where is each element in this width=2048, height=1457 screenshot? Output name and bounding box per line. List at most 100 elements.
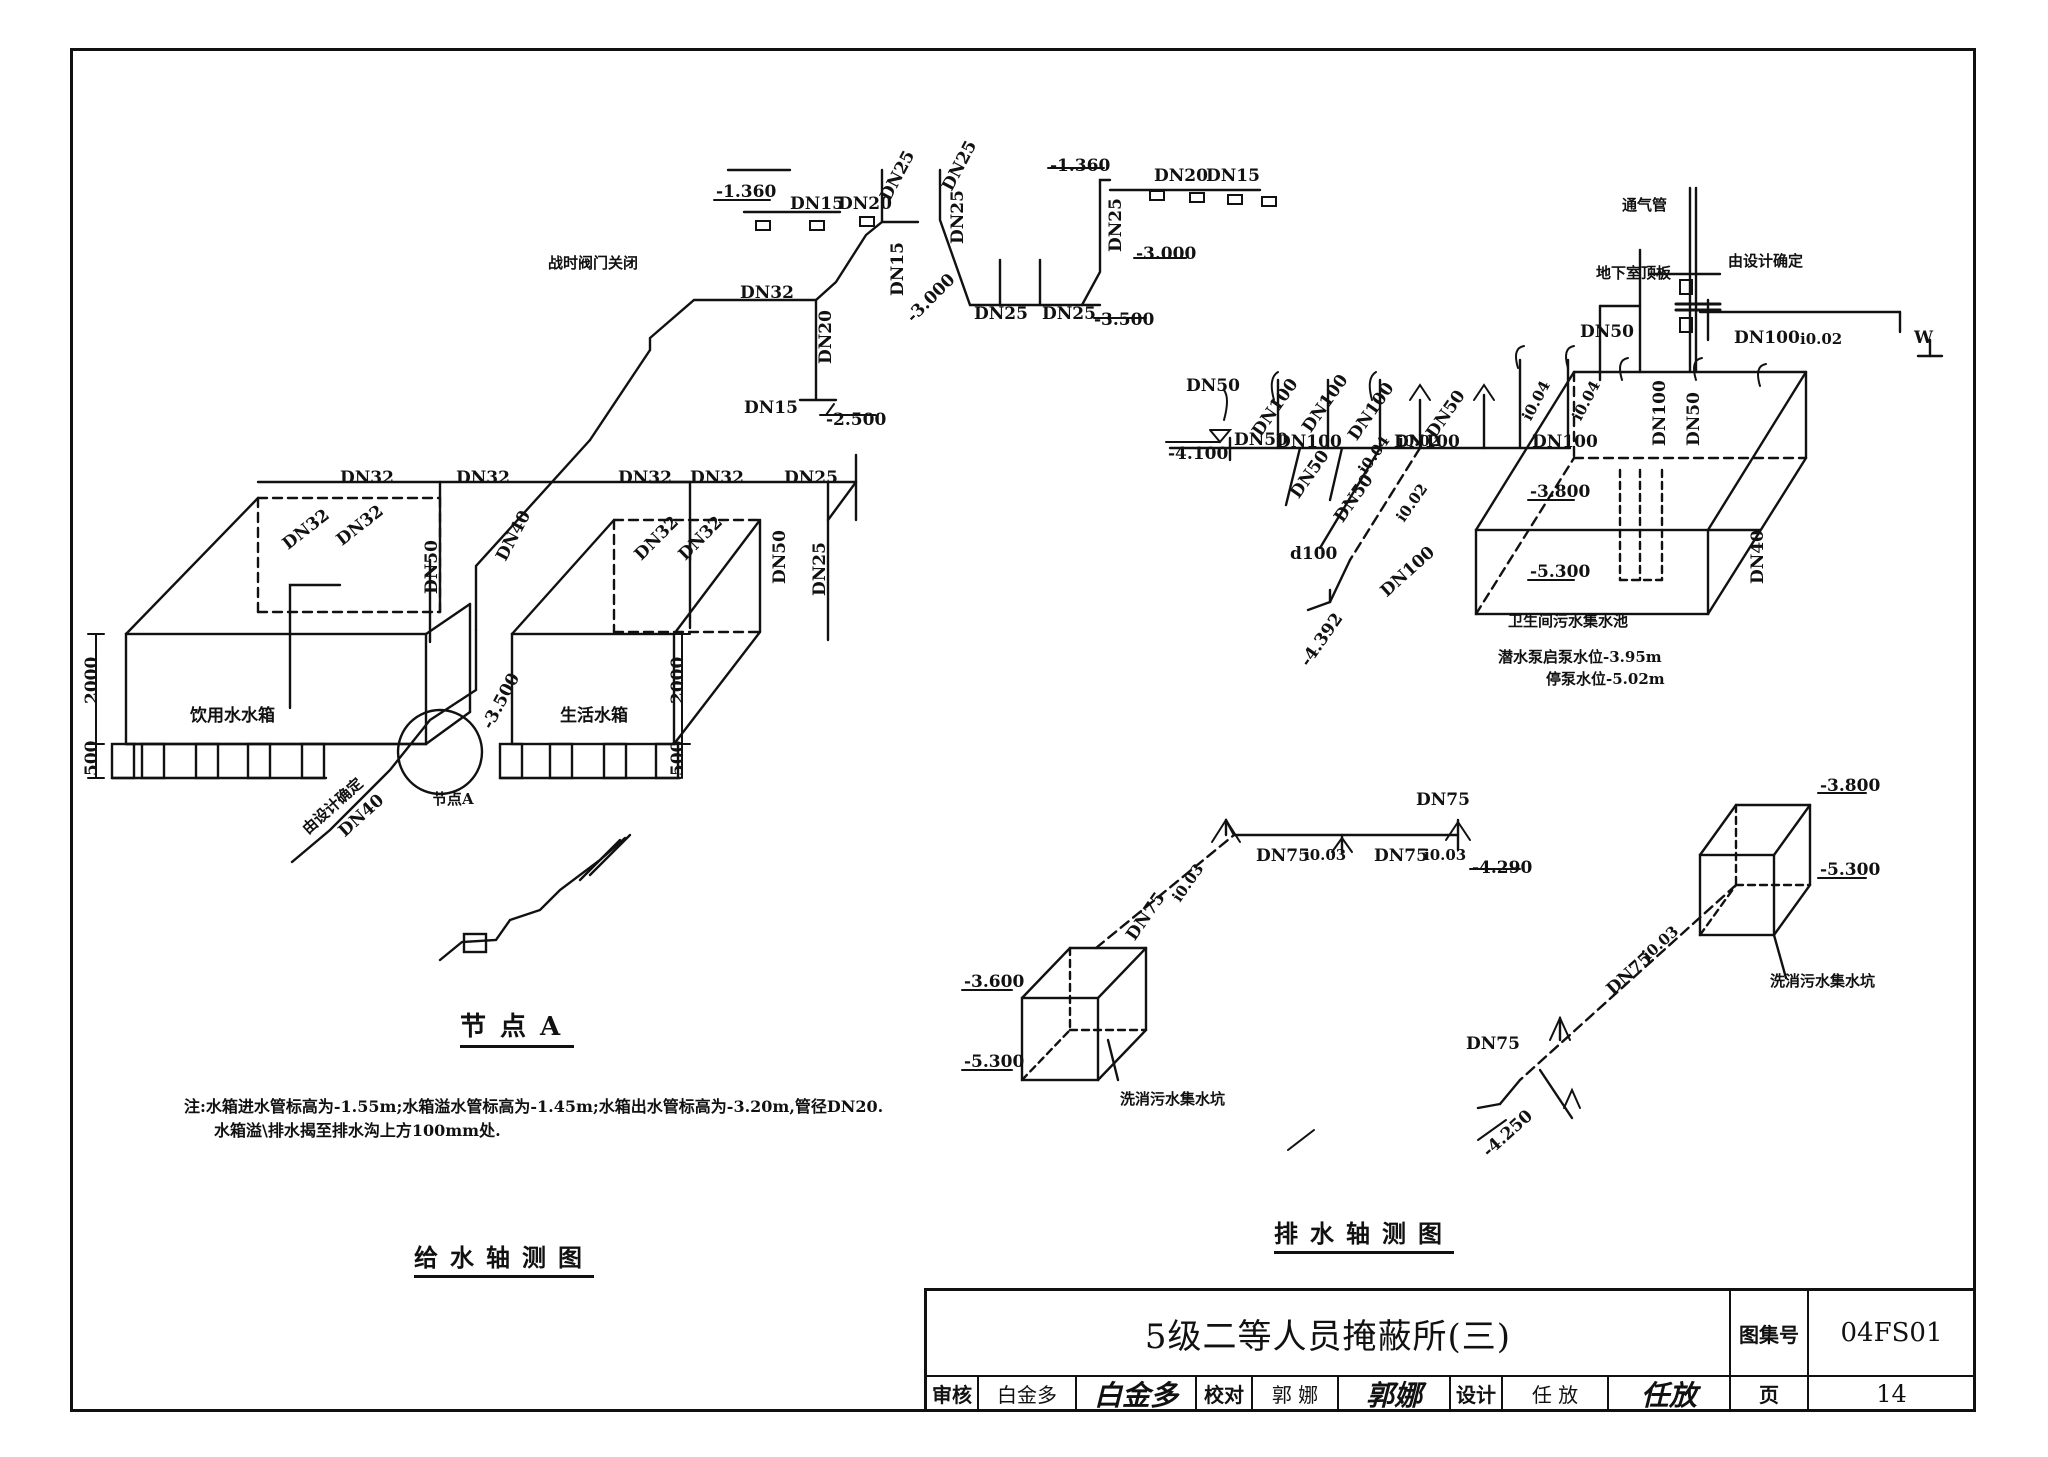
domestic-tank-label: 生活水箱 (560, 706, 628, 726)
basement-roof-label: 地下室顶板 (1596, 264, 1672, 282)
pipe-label: DN25 (784, 468, 838, 488)
slope-label: i0.02 (1398, 432, 1441, 450)
pipe-label: DN100 (1650, 380, 1670, 446)
fixture-symbols (755, 190, 1767, 1109)
vent-pipe-label: 通气管 (1622, 196, 1668, 214)
wash-pit-1-label: 洗消污水集水坑 (1120, 1090, 1226, 1108)
pipe-label: DN20 (1154, 166, 1208, 186)
design-label: 设计 (1451, 1377, 1503, 1412)
pipe-label: DN50 (1684, 392, 1704, 446)
elevation-label: -5.300 (964, 1052, 1025, 1072)
checker-signature: 郭娜 (1339, 1377, 1451, 1412)
toilet-sewage-sump (1474, 370, 1808, 616)
review-label: 审核 (927, 1377, 979, 1412)
checker-name: 郭 娜 (1253, 1377, 1339, 1412)
drain-design-note: 由设计确定 (1728, 252, 1804, 270)
mark-w: W (1914, 328, 1934, 348)
domestic-water-tank (498, 518, 762, 780)
pipe-label: DN32 (740, 283, 794, 303)
pipe-label: DN32 (690, 468, 744, 488)
drawing-title: 5级二等人员掩蔽所(三) (927, 1291, 1731, 1377)
pipe-label: DN20 (838, 194, 892, 214)
elevation-markers (713, 167, 1867, 1151)
pipe-label: DN15 (888, 242, 908, 296)
dim-500-left: 500 (82, 740, 102, 777)
elevation-label: -3.600 (964, 972, 1025, 992)
pipe-label: DN25 (974, 304, 1028, 324)
valve-closed-note: 战时阀门关闭 (548, 254, 639, 272)
slope-label: i0.03 (1304, 846, 1347, 864)
pump-stop-level: 停泵水位-5.02m (1546, 670, 1665, 688)
pipe-label: DN50 (770, 530, 790, 584)
dim-2000-right: 2000 (668, 656, 688, 704)
supply-diagram-title: 给水轴测图 (414, 1238, 594, 1278)
designer-signature: 任放 (1609, 1377, 1731, 1412)
elevation-label: -5.300 (1530, 562, 1591, 582)
note-line-1: 注:水箱进水管标高为-1.55m;水箱溢水管标高为-1.45m;水箱出水管标高为… (184, 1097, 884, 1116)
pipe-label: DN75 (1416, 790, 1470, 810)
elevation-label: -3.000 (1136, 244, 1197, 264)
designer-name: 任 放 (1503, 1377, 1609, 1412)
pipe-label: DN25 (948, 190, 968, 244)
d100-label: d100 (1290, 544, 1338, 564)
pipe-label: DN32 (618, 468, 672, 488)
pipe-label: DN75 (1466, 1034, 1520, 1054)
sump-name: 卫生间污水集水池 (1508, 612, 1629, 630)
pipe-label: DN100 (1394, 432, 1460, 452)
pipe-label: DN32 (340, 468, 394, 488)
reviewer-name: 白金多 (979, 1377, 1077, 1412)
pipe-label: DN50 (422, 540, 442, 594)
page-number: 14 (1809, 1377, 1976, 1412)
reviewer-signature: 白金多 (1077, 1377, 1197, 1412)
atlas-number: 04FS01 (1809, 1291, 1976, 1377)
pipe-label: DN50 (1234, 430, 1288, 450)
wash-pit-2-label: 洗消污水集水坑 (1770, 972, 1876, 990)
supply-pipes (256, 168, 1262, 962)
note-line-2: 水箱溢\排水揭至排水沟上方100mm处. (214, 1121, 501, 1140)
elevation-label: -2.500 (826, 410, 887, 430)
elevation-label: -4.100 (1168, 444, 1229, 464)
drain-diagram-title: 排水轴测图 (1274, 1214, 1454, 1254)
pipe-label: DN15 (790, 194, 844, 214)
wash-pit-2 (1476, 803, 1812, 1120)
pipe-label: DN25 (1106, 198, 1126, 252)
pump-start-level: 潜水泵启泵水位-3.95m (1498, 648, 1662, 666)
elevation-label: -1.360 (716, 182, 777, 202)
elevation-label: -3.800 (1530, 482, 1591, 502)
check-label: 校对 (1197, 1377, 1253, 1412)
pipe-label: DN15 (744, 398, 798, 418)
drain-pipes (1168, 186, 1944, 612)
elevation-label: -4.290 (1472, 858, 1533, 878)
pipe-label: DN32 (456, 468, 510, 488)
pipe-label: DN75 (1374, 846, 1428, 866)
page-label: 页 (1731, 1377, 1809, 1412)
dimension-lines (87, 633, 691, 779)
pipe-label: DN50 (1580, 322, 1634, 342)
slope-label: i0.02 (1800, 330, 1843, 348)
dim-2000-left: 2000 (82, 656, 102, 704)
pipe-label: DN15 (1206, 166, 1260, 186)
pipe-label: DN25 (810, 542, 830, 596)
elevation-label: -1.360 (1050, 156, 1111, 176)
pipe-label: DN40 (1748, 530, 1768, 584)
elevation-label: -3.500 (1094, 310, 1155, 330)
pipe-label: DN100 (1532, 432, 1598, 452)
node-a-circle-label: 节点A (432, 790, 474, 808)
wash-pit-1 (1020, 818, 1460, 1082)
dim-500-right: 500 (668, 740, 688, 777)
pipe-label: DN50 (1186, 376, 1240, 396)
pipe-label: DN75 (1256, 846, 1310, 866)
node-a-title: 节点A (460, 1006, 575, 1048)
elevation-label: -3.800 (1820, 776, 1881, 796)
drinking-tank-label: 饮用水水箱 (190, 706, 275, 726)
slope-label: i0.03 (1424, 846, 1467, 864)
pipe-label: DN25 (1042, 304, 1096, 324)
elevation-label: -5.300 (1820, 860, 1881, 880)
pipe-label: DN20 (816, 310, 836, 364)
atlas-label: 图集号 (1731, 1291, 1809, 1377)
pipe-label: DN100 (1276, 432, 1342, 452)
title-block: 5级二等人员掩蔽所(三) 图集号 04FS01 审核 白金多 白金多 校对 郭 … (924, 1288, 1976, 1412)
drinking-water-tank (110, 496, 472, 780)
